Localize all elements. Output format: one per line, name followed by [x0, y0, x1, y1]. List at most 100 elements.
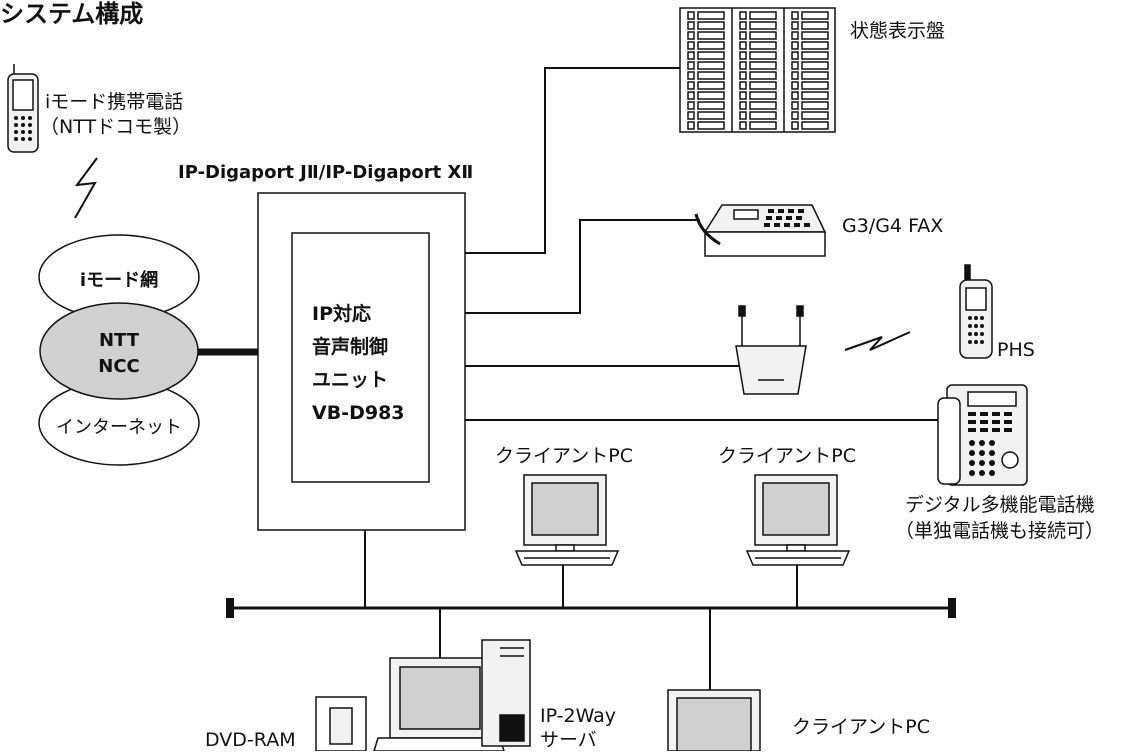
status-indicator-slot	[697, 81, 725, 90]
status-indicator-lamp	[687, 11, 695, 20]
status-indicator-slot	[749, 11, 777, 20]
status-indicator-lamp	[739, 21, 747, 30]
status-indicator-slot	[697, 91, 725, 100]
status-indicator-slot	[749, 71, 777, 80]
status-indicator-lamp	[791, 31, 799, 40]
status-indicator-slot	[697, 31, 725, 40]
server-pc-icon	[372, 657, 506, 752]
status-indicator-slot	[801, 11, 829, 20]
dvd-ram-drive-icon	[315, 696, 367, 752]
status-indicator-slot	[801, 61, 829, 70]
line-status-panel	[465, 67, 680, 254]
network-cloud: iモード網 NTT NCC インターネット	[38, 234, 200, 466]
status-indicator-slot	[697, 51, 725, 60]
status-indicator-slot	[697, 41, 725, 50]
status-indicator-slot	[749, 61, 777, 70]
ntt-label: NTT	[99, 330, 140, 351]
dvd-ram-label: DVD-RAM	[205, 729, 296, 751]
status-indicator-slot	[801, 91, 829, 100]
status-indicator-lamp	[739, 11, 747, 20]
svg-text:ユニット: ユニット	[312, 369, 388, 391]
status-indicator-lamp	[791, 111, 799, 120]
status-indicator-slot	[801, 81, 829, 90]
status-indicator-slot	[749, 111, 777, 120]
status-indicator-lamp	[791, 11, 799, 20]
status-indicator-slot	[749, 81, 777, 90]
status-indicator-slot	[801, 121, 829, 130]
client-pc-1-icon	[514, 474, 620, 566]
status-indicator-lamp	[791, 121, 799, 130]
status-indicator-lamp	[687, 31, 695, 40]
status-indicator-slot	[801, 71, 829, 80]
status-indicator-lamp	[791, 81, 799, 90]
wireless-base-station-icon	[735, 305, 807, 395]
digital-phone-label-2: （単独電話機も接続可）	[895, 520, 1104, 542]
status-indicator-lamp	[739, 31, 747, 40]
status-indicator-lamp	[687, 41, 695, 50]
status-indicator-slot	[749, 91, 777, 100]
svg-text:音声制御: 音声制御	[312, 335, 388, 358]
status-indicator-lamp	[687, 111, 695, 120]
status-indicator-lamp	[739, 51, 747, 60]
status-panel-label: 状態表示盤	[850, 20, 945, 42]
phs-label: PHS	[997, 339, 1035, 361]
lan-bus	[226, 598, 956, 618]
status-indicator-lamp	[791, 21, 799, 30]
status-indicator-lamp	[791, 51, 799, 60]
fax-machine-icon	[694, 204, 827, 257]
status-indicator-slot	[801, 101, 829, 110]
status-indicator-slot	[801, 51, 829, 60]
client-pc-3-label: クライアントPC	[792, 716, 930, 738]
status-indicator-slot	[749, 21, 777, 30]
status-indicator-lamp	[687, 81, 695, 90]
line-fax	[465, 219, 700, 314]
phs-signal-icon	[844, 331, 911, 351]
server-label-2: サーバ	[540, 729, 597, 751]
status-indicator-lamp	[791, 61, 799, 70]
imode-phone-label-2: （NTTドコモ製）	[40, 116, 191, 138]
status-indicator-slot	[697, 11, 725, 20]
status-indicator-lamp	[687, 61, 695, 70]
status-indicator-lamp	[687, 101, 695, 110]
status-indicator-slot	[801, 41, 829, 50]
status-indicator-lamp	[791, 91, 799, 100]
client-pc-2-label: クライアントPC	[718, 445, 856, 467]
status-indicator-lamp	[739, 121, 747, 130]
svg-text:IP対応: IP対応	[312, 302, 371, 325]
status-indicator-slot	[697, 121, 725, 130]
status-panel-icon	[679, 7, 836, 133]
client-pc-1-label: クライアントPC	[495, 445, 633, 467]
status-indicator-lamp	[687, 51, 695, 60]
status-indicator-slot	[697, 21, 725, 30]
control-unit-label: IP対応 音声制御 ユニット VB-D983	[312, 302, 405, 424]
server-label-1: IP-2Way	[540, 705, 616, 727]
svg-text:VB-D983: VB-D983	[312, 402, 405, 424]
status-indicator-slot	[697, 111, 725, 120]
digital-phone-icon	[937, 384, 1028, 486]
connection-lines	[364, 67, 940, 690]
status-indicator-slot	[801, 31, 829, 40]
status-indicator-slot	[749, 41, 777, 50]
internet-label: インターネット	[56, 417, 182, 438]
status-indicator-lamp	[687, 71, 695, 80]
status-indicator-slot	[801, 21, 829, 30]
server-tower-icon	[481, 639, 531, 747]
status-indicator-slot	[749, 121, 777, 130]
status-indicator-slot	[697, 61, 725, 70]
ntt-ncc-ellipse	[39, 302, 199, 400]
imode-phone-label-1: iモード携帯電話	[45, 91, 183, 113]
status-indicator-lamp	[739, 81, 747, 90]
control-unit-box	[291, 232, 430, 483]
status-indicator-lamp	[739, 71, 747, 80]
status-indicator-slot	[749, 51, 777, 60]
status-indicator-lamp	[687, 91, 695, 100]
status-indicator-lamp	[739, 41, 747, 50]
status-indicator-slot	[749, 101, 777, 110]
status-indicator-lamp	[687, 21, 695, 30]
status-indicator-lamp	[687, 121, 695, 130]
ncc-label: NCC	[98, 356, 139, 377]
status-indicator-slot	[801, 111, 829, 120]
status-indicator-lamp	[739, 91, 747, 100]
